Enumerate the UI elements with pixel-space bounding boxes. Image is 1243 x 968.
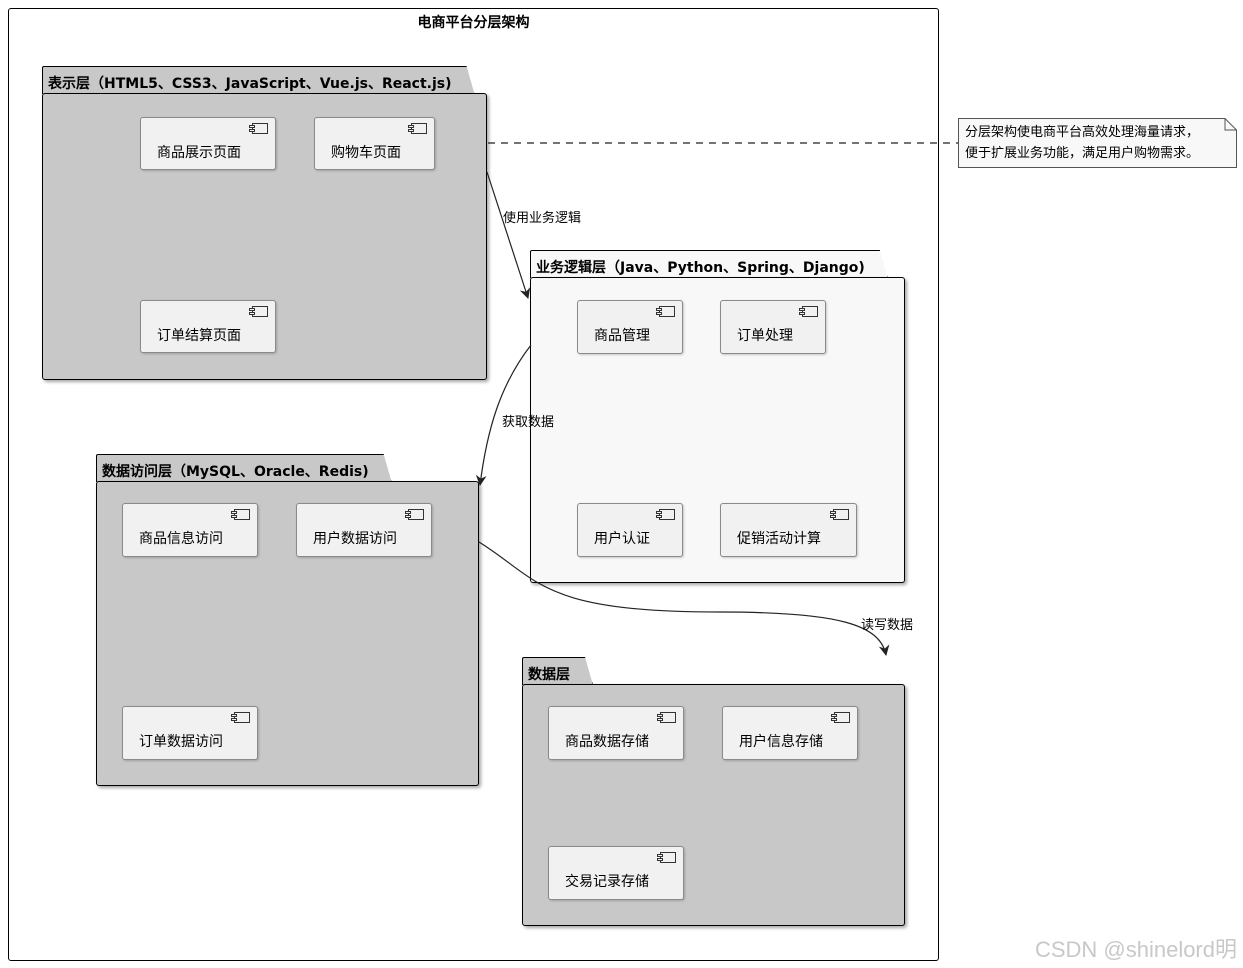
architecture-note: 分层架构使电商平台高效处理海量请求， 便于扩展业务功能，满足用户购物需求。 <box>958 118 1237 168</box>
note-line-1: 分层架构使电商平台高效处理海量请求， <box>965 125 1200 140</box>
edge-label-get-data: 获取数据 <box>502 415 555 430</box>
component-icon <box>657 852 676 863</box>
package-business-label: 业务逻辑层（Java、Python、Spring、Django) <box>530 250 888 278</box>
component-product-management: 商品管理 <box>577 300 683 354</box>
watermark: CSDN @shinelord明 <box>1034 937 1237 962</box>
component-promotion-calc: 促销活动计算 <box>720 503 857 557</box>
component-label: 交易记录存储 <box>565 874 649 890</box>
component-icon <box>656 509 675 520</box>
component-order-data-access: 订单数据访问 <box>122 706 258 760</box>
component-icon <box>656 306 675 317</box>
component-icon <box>231 509 250 520</box>
component-label: 商品管理 <box>594 328 650 344</box>
component-label: 购物车页面 <box>331 145 401 161</box>
diagram-title: 电商平台分层架构 <box>417 15 530 31</box>
package-presentation-label: 表示层（HTML5、CSS3、JavaScript、Vue.js、React.j… <box>42 66 475 94</box>
component-icon <box>231 712 250 723</box>
component-icon <box>657 712 676 723</box>
edge-label-read-write-data: 读写数据 <box>861 618 914 633</box>
component-user-info-storage: 用户信息存储 <box>722 706 858 760</box>
component-label: 促销活动计算 <box>737 531 821 547</box>
component-product-data-storage: 商品数据存储 <box>548 706 684 760</box>
component-icon <box>408 123 427 134</box>
component-label: 用户认证 <box>594 531 650 547</box>
component-label: 商品数据存储 <box>565 734 649 750</box>
component-label: 商品信息访问 <box>139 531 223 547</box>
package-data-label: 数据层 <box>522 657 593 685</box>
note-line-2: 便于扩展业务功能，满足用户购物需求。 <box>965 146 1200 161</box>
edge-presentation-to-business <box>486 171 531 300</box>
component-label: 订单数据访问 <box>139 734 223 750</box>
component-user-data-access: 用户数据访问 <box>296 503 432 557</box>
package-data-access-label: 数据访问层（MySQL、Oracle、Redis) <box>96 454 392 482</box>
component-icon <box>830 509 849 520</box>
component-transaction-storage: 交易记录存储 <box>548 846 684 900</box>
component-label: 订单结算页面 <box>157 328 241 344</box>
component-order-processing: 订单处理 <box>720 300 826 354</box>
component-label: 订单处理 <box>737 328 793 344</box>
edge-label-use-business-logic: 使用业务逻辑 <box>503 211 582 226</box>
component-label: 用户信息存储 <box>739 734 823 750</box>
component-label: 用户数据访问 <box>313 531 397 547</box>
component-icon <box>799 306 818 317</box>
component-product-display-page: 商品展示页面 <box>140 117 276 170</box>
component-icon <box>405 509 424 520</box>
component-icon <box>831 712 850 723</box>
component-label: 商品展示页面 <box>157 145 241 161</box>
component-icon <box>249 306 268 317</box>
component-product-info-access: 商品信息访问 <box>122 503 258 557</box>
note-shape <box>958 118 1237 168</box>
component-checkout-page: 订单结算页面 <box>140 300 276 353</box>
component-cart-page: 购物车页面 <box>314 117 435 170</box>
component-icon <box>249 123 268 134</box>
edge-data-access-to-data <box>478 541 890 657</box>
component-user-auth: 用户认证 <box>577 503 683 557</box>
edge-business-to-data-access <box>475 344 532 487</box>
